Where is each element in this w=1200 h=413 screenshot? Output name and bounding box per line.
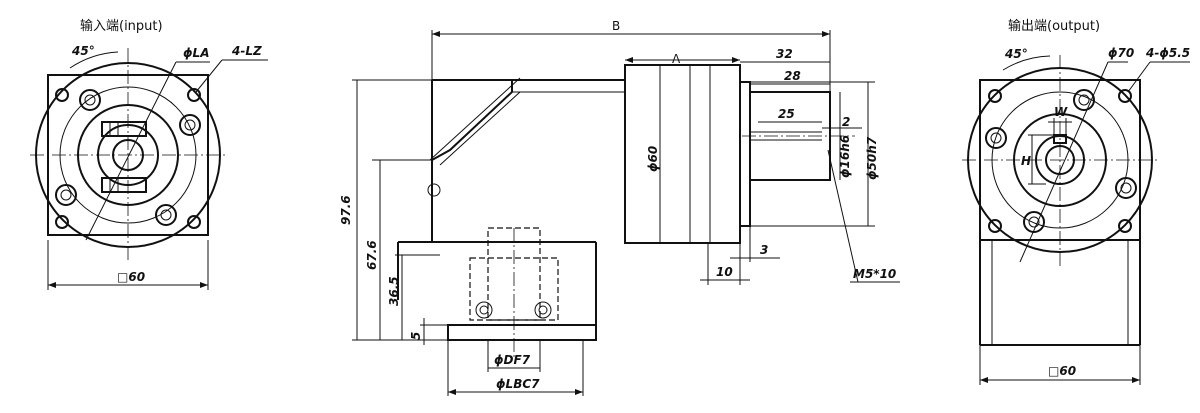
side-67-6-label: 67.6 bbox=[365, 240, 379, 270]
side-25-label: 25 bbox=[778, 107, 795, 121]
input-clamp-top bbox=[101, 121, 147, 137]
side-phi60-label: ϕ60 bbox=[646, 146, 660, 172]
side-32-label: 32 bbox=[776, 47, 793, 61]
side-a-label: A bbox=[672, 52, 681, 66]
input-corner-hole-br bbox=[187, 215, 201, 229]
input-corner-hole-bl bbox=[55, 215, 69, 229]
output-holes-label: 4-ϕ5.5 bbox=[1145, 46, 1190, 60]
input-width-label: □60 bbox=[117, 270, 145, 284]
output-end-view: 输出端(output) ϕ70 4-ϕ5.5 bbox=[962, 18, 1190, 385]
side-28-label: 28 bbox=[784, 69, 801, 83]
output-angle-label: 45° bbox=[1004, 47, 1028, 61]
side-gearbox-body bbox=[624, 64, 741, 244]
output-width-label: □60 bbox=[1048, 364, 1076, 378]
input-corner-hole-tl bbox=[55, 88, 69, 102]
input-bolt-heads bbox=[55, 89, 201, 226]
side-36-5-label: 36.5 bbox=[387, 276, 401, 306]
side-phi50-label: ϕ50h7 bbox=[865, 136, 879, 180]
side-housing-top bbox=[431, 79, 513, 161]
side-3-label: 3 bbox=[760, 243, 768, 257]
output-bolt-heads bbox=[985, 89, 1137, 233]
input-end-view: 输入端(input) ϕLA bbox=[30, 18, 268, 290]
input-angle-arc bbox=[69, 51, 119, 69]
side-10-label: 10 bbox=[716, 265, 733, 279]
side-b-label: B bbox=[612, 19, 620, 33]
input-holes-label: 4-LZ bbox=[231, 44, 262, 58]
output-dia70-label: ϕ70 bbox=[1108, 46, 1134, 60]
side-phi16-label: ϕ16h6 bbox=[838, 135, 852, 178]
input-la-leader bbox=[85, 61, 177, 241]
input-corner-hole-tr bbox=[187, 88, 201, 102]
side-base-plate bbox=[447, 324, 597, 341]
side-5-label: 5 bbox=[409, 332, 423, 340]
input-view-title: 输入端(input) bbox=[80, 18, 163, 34]
output-w-label: W bbox=[1054, 105, 1068, 119]
side-df-label: ϕDF7 bbox=[494, 353, 531, 367]
output-h-label: H bbox=[1021, 154, 1031, 168]
side-view: B A 32 28 25 2 97.6 67.6 36.5 5 ϕ60 ϕ16h… bbox=[339, 19, 900, 396]
input-angle-label: 45° bbox=[71, 44, 95, 58]
input-dia-la-label: ϕLA bbox=[183, 46, 210, 60]
side-2-label: 2 bbox=[842, 115, 850, 129]
input-clamp-bottom bbox=[101, 177, 147, 193]
side-lbc-label: ϕLBC7 bbox=[496, 377, 540, 391]
side-output-flange bbox=[739, 81, 751, 227]
side-97-6-label: 97.6 bbox=[339, 195, 353, 225]
output-view-title: 输出端(output) bbox=[1008, 18, 1100, 34]
side-m5-label: M5*10 bbox=[853, 267, 896, 281]
